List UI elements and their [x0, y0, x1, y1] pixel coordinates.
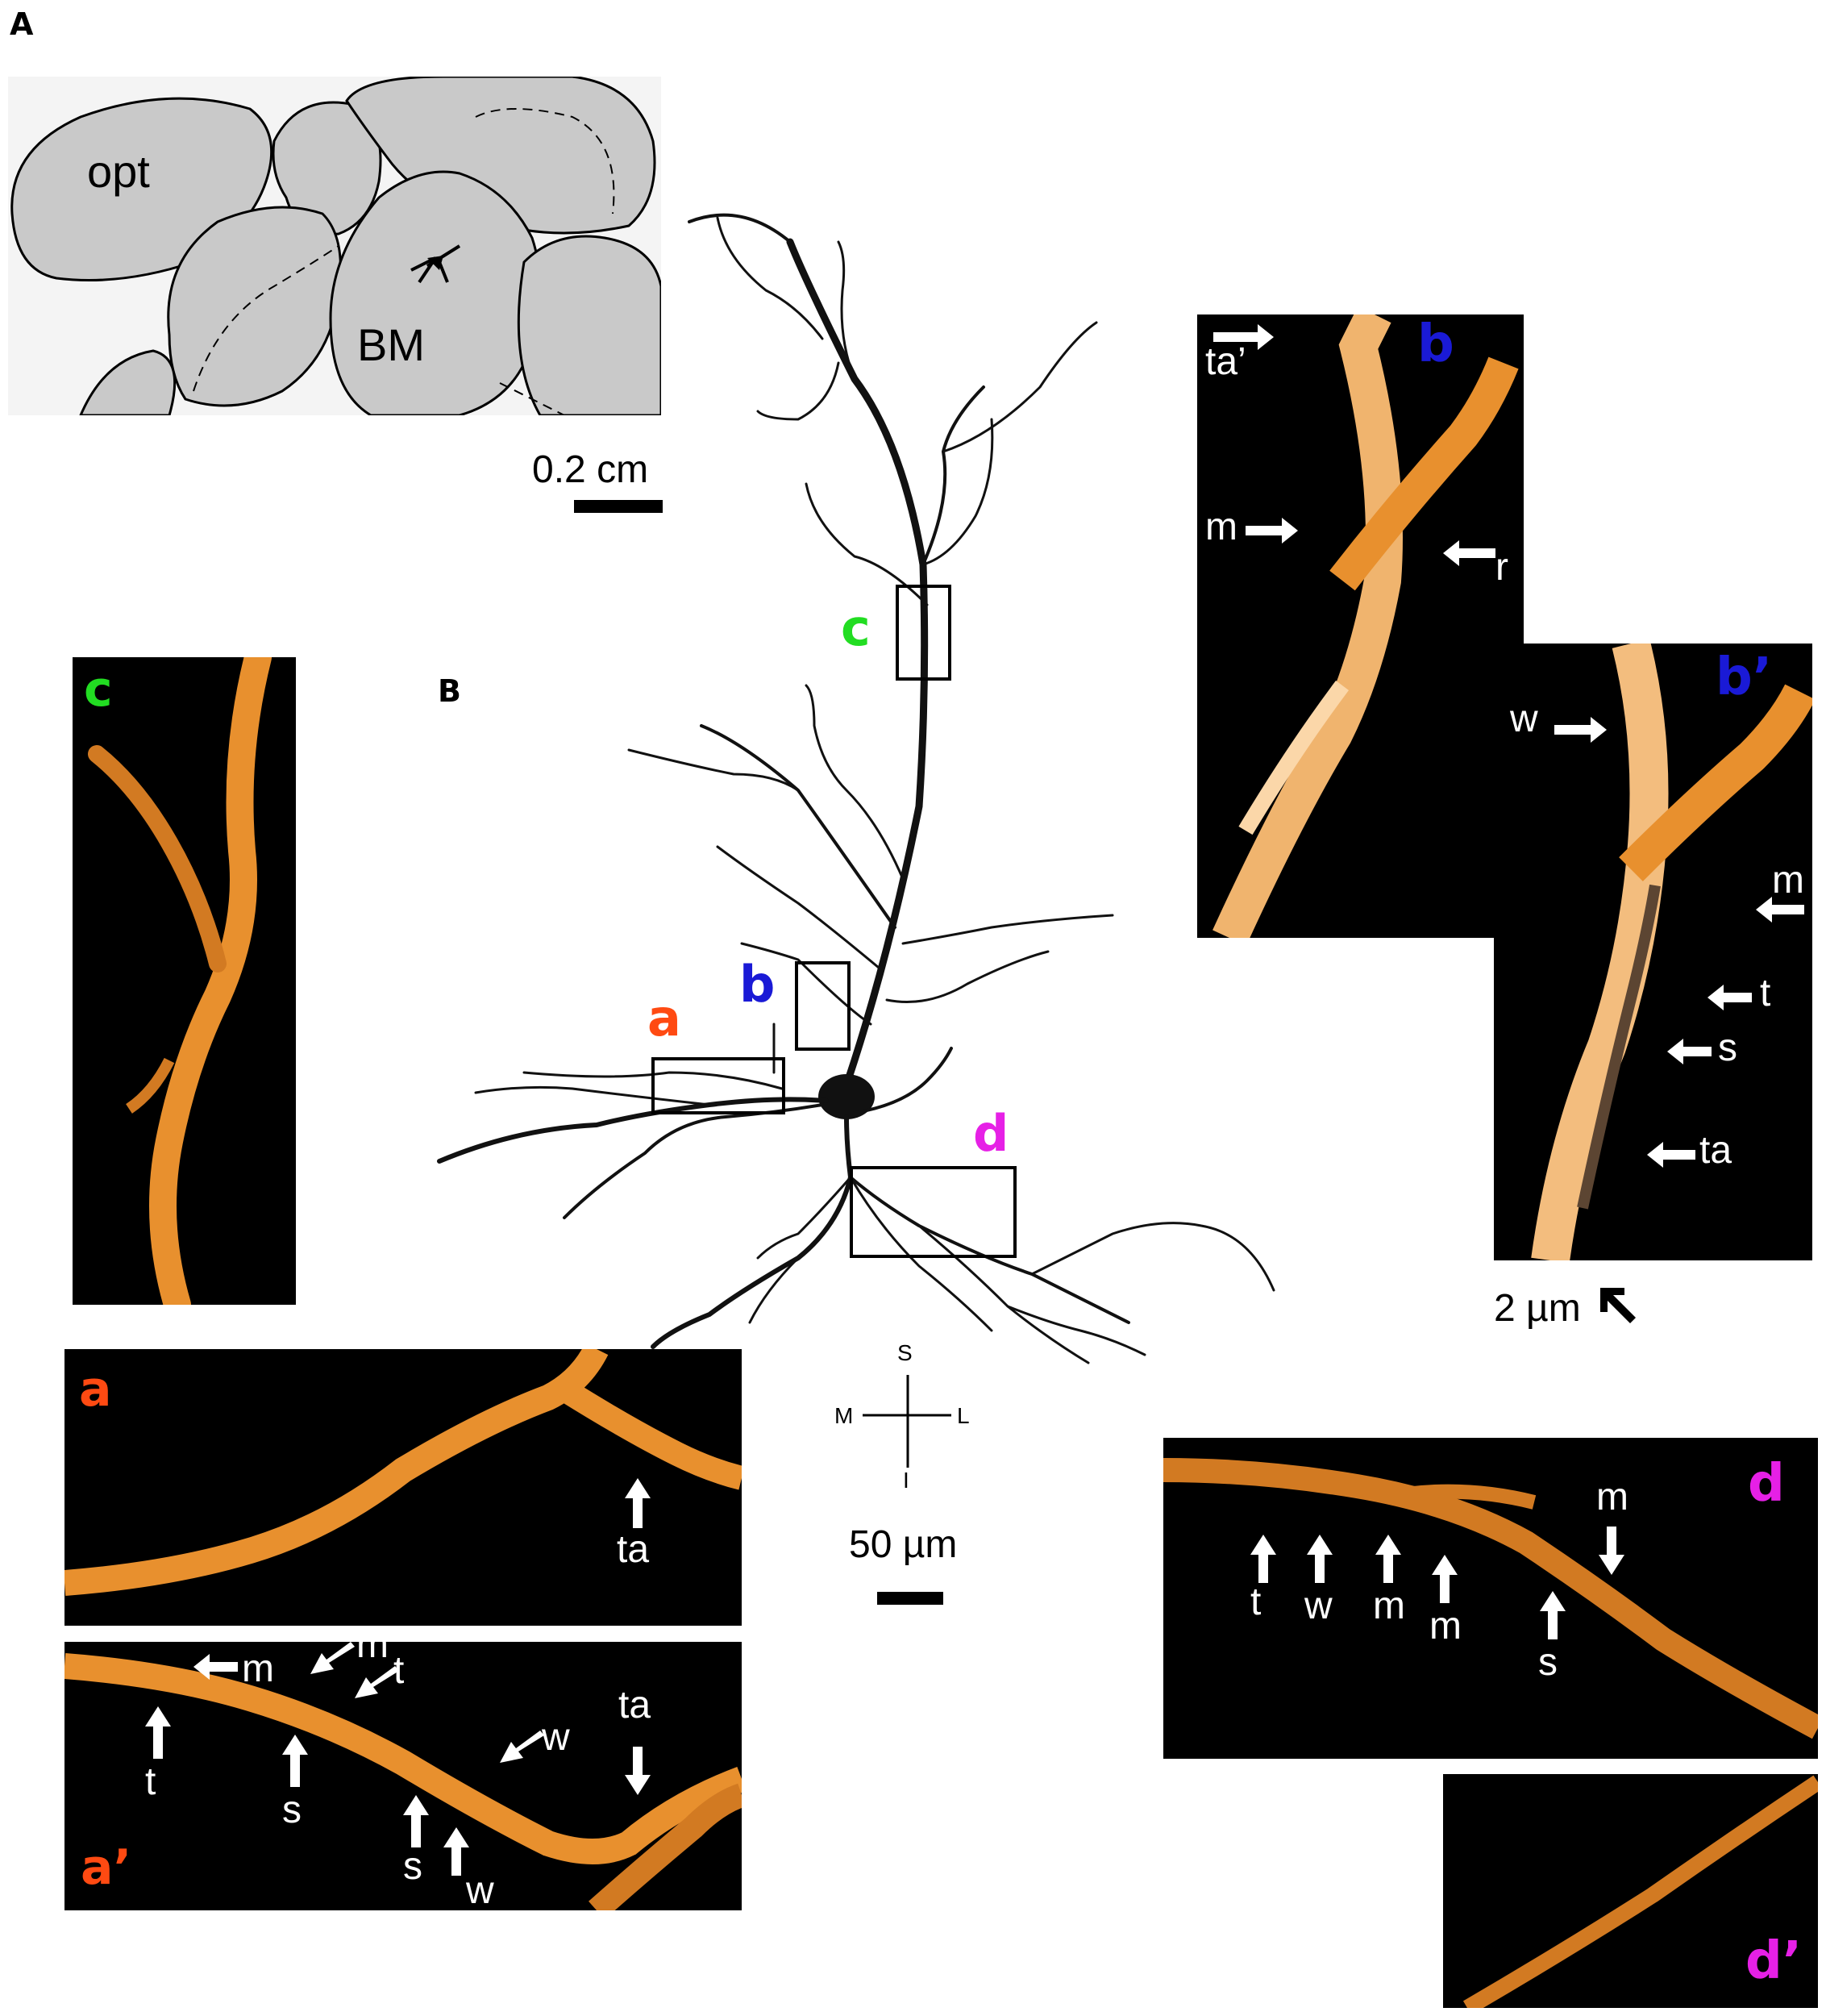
- region-label-opt: opt: [87, 146, 150, 197]
- arrow-label-d-t: t: [1250, 1581, 1262, 1623]
- inset-c: c: [73, 657, 296, 1305]
- panel-letter-a: A: [10, 6, 34, 42]
- box-label-b: b: [739, 955, 776, 1014]
- arrow-label-bp-w: w: [1510, 698, 1538, 740]
- arrow-label-bp-s: s: [1718, 1027, 1737, 1069]
- arrow-label-d-m3: m: [1596, 1476, 1628, 1518]
- inset-scale-label: 2 µm: [1494, 1287, 1581, 1330]
- scale-arrow-icon: [1600, 1288, 1636, 1323]
- dendrite-b-prime: [1531, 644, 1812, 1260]
- arrow-label-ap-t2: t: [145, 1760, 156, 1803]
- inset-d: d t w m m m s: [1163, 1438, 1818, 1759]
- arrow-label-ap-w1: w: [542, 1716, 570, 1759]
- scale-label-b: 50 µm: [849, 1523, 958, 1566]
- arrows-b-prime: [1554, 717, 1804, 1168]
- region-label-bm: BM: [357, 319, 425, 370]
- box-label-c: c: [841, 598, 871, 657]
- compass-m: M: [834, 1403, 854, 1428]
- inset-label-a-prime: a’: [81, 1839, 132, 1896]
- arrow-label-d-m2: m: [1429, 1605, 1462, 1647]
- inset-label-a: a: [79, 1361, 112, 1418]
- arrows-b: [1213, 324, 1495, 566]
- dendrite-a-prime: [64, 1653, 742, 1910]
- arrow-label-ap-m1: m: [242, 1647, 274, 1690]
- dendrite-b: [1212, 314, 1519, 938]
- arrow-label-ap-m2: m: [356, 1642, 389, 1666]
- scale-bar-a: [574, 500, 663, 513]
- arrow-label-ap-ta: ta: [618, 1684, 651, 1727]
- nw-arrow-icon: [1600, 1288, 1636, 1323]
- compass-s: S: [897, 1340, 913, 1365]
- arrow-label-d-m1: m: [1373, 1585, 1405, 1627]
- region-boxes: [651, 585, 1017, 1258]
- arrow-label-ap-w2: w: [466, 1869, 494, 1910]
- dendrite-c: [88, 657, 272, 1305]
- inset-label-d: d: [1748, 1454, 1785, 1514]
- arrow-label-ap-s2: s: [403, 1845, 422, 1888]
- inset-label-b-prime: b’: [1716, 648, 1773, 707]
- inset-d-prime: d’: [1443, 1774, 1818, 2008]
- box-label-d: d: [973, 1104, 1009, 1163]
- arrow-label-a-ta: ta: [617, 1528, 650, 1571]
- brain-schematic: opt BM: [8, 77, 661, 415]
- dendrite-d: [1163, 1458, 1818, 1739]
- inset-b-prime: b’ w m t s ta: [1494, 644, 1812, 1260]
- inset-b: b ta’ m r: [1197, 314, 1524, 938]
- box-label-a: a: [647, 989, 681, 1048]
- arrows-a-prime: [145, 1642, 651, 1876]
- arrow-label-d-w: w: [1304, 1585, 1333, 1627]
- inset-a: a ta: [64, 1349, 742, 1626]
- dendrite-d-prime: [1462, 1775, 1818, 2008]
- inset-label-d-prime: d’: [1745, 1931, 1803, 1991]
- compass-i: I: [903, 1468, 909, 1493]
- inset-label-b: b: [1417, 314, 1454, 374]
- arrows-a: [625, 1478, 651, 1528]
- arrows-d: [1250, 1527, 1624, 1639]
- arrow-label-bp-ta: ta: [1699, 1129, 1732, 1172]
- inset-label-c: c: [84, 661, 113, 718]
- inset-a-prime: a’ m m t t s w s w ta s m t: [64, 1642, 742, 1910]
- compass-l: L: [957, 1403, 970, 1428]
- panel-letter-b: B: [438, 673, 461, 709]
- arrow-label-bp-m: m: [1772, 859, 1804, 902]
- arrow-label-ap-t1: t: [393, 1649, 405, 1692]
- dendrite-a: [64, 1349, 742, 1596]
- arrow-label-b-r: r: [1495, 546, 1508, 589]
- arrow-label-bp-t: t: [1760, 972, 1771, 1014]
- arrow-label-d-s: s: [1538, 1641, 1558, 1684]
- compass-cross: [863, 1375, 951, 1468]
- arrow-label-b-m: m: [1205, 506, 1237, 548]
- brain-outline-drawing: [8, 77, 661, 415]
- arrow-label-b-ta: ta’: [1205, 340, 1246, 383]
- arrow-label-ap-s1: s: [282, 1789, 302, 1831]
- scale-label-a: 0.2 cm: [532, 448, 649, 491]
